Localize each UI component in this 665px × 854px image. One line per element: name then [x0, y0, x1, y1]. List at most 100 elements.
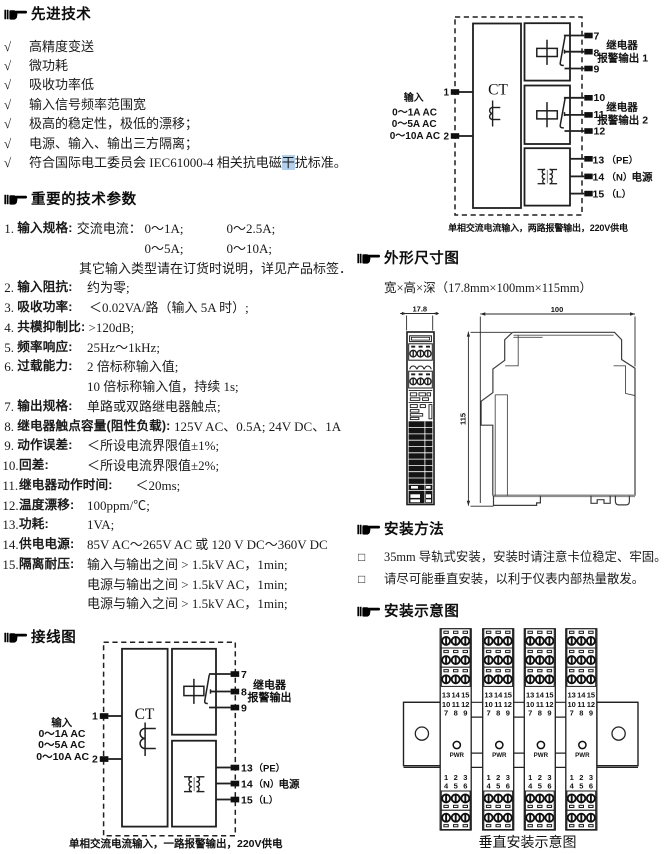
svg-text:5: 5: [496, 781, 500, 790]
terminal-12-label: 12: [594, 125, 606, 137]
section-title-dimensions: 外形尺寸图: [384, 250, 460, 267]
param-row: 3. 吸收功率: ＜0.02VA/路（输入 5A 时）;: [0, 298, 345, 318]
section-title-mounting: 安装方法: [384, 522, 445, 538]
dimension-drawing: 17.8 100 115: [400, 305, 636, 507]
param-value: 125V AC、0.5A; 24V DC、1A: [174, 418, 342, 434]
svg-text:7: 7: [528, 709, 532, 718]
feature-item: √吸收功率低: [4, 75, 94, 94]
param-label: 隔离耐压:: [19, 556, 75, 571]
input-label: 输入: [51, 716, 72, 729]
param-number: 15.: [2, 556, 19, 572]
param-value: >120dB;: [88, 319, 135, 335]
param-label: 输入规格:: [17, 221, 73, 235]
svg-text:3: 3: [506, 773, 510, 782]
terminal-1-label: 1: [92, 711, 98, 723]
param-row: 12. 温度漂移: 100ppm/℃;: [0, 496, 345, 516]
svg-text:6: 6: [547, 781, 551, 790]
param-row: 6. 过载能力: 2 倍标称输入值;: [0, 357, 345, 377]
param-row: 10 倍标称输入值，持续 1s;: [0, 377, 345, 397]
relay2-symbol: [536, 98, 566, 129]
input-range-1: 0～1A AC: [392, 108, 437, 119]
svg-text:5: 5: [538, 781, 542, 790]
svg-text:4: 4: [528, 781, 533, 790]
dimension-arrows: [401, 311, 635, 506]
param-row: 2. 输入阻抗: 约为零;: [0, 278, 345, 298]
ct-block: [472, 22, 522, 209]
check-icon: √: [4, 154, 12, 170]
terminal-squares: [450, 32, 593, 197]
param-value: 单路或双路继电器触点;: [87, 398, 221, 414]
terminal-9-label: 9: [594, 63, 600, 75]
side-view: [480, 331, 636, 506]
svg-text:4: 4: [444, 781, 449, 790]
param-value: 电源与输入之间 > 1.5kV AC，1min;: [87, 596, 288, 612]
param-value: 1VA;: [87, 517, 115, 533]
svg-text:9: 9: [506, 709, 510, 718]
param-number: 4.: [4, 319, 14, 335]
svg-text:9: 9: [547, 709, 551, 718]
relay2-name: 继电器: [606, 100, 638, 113]
param-row: 4. 共模抑制比: >120dB;: [0, 318, 345, 338]
param-label: 吸收功率:: [17, 300, 73, 314]
param-value: 10 倍标称输入值，持续 1s;: [87, 379, 239, 394]
svg-text:5: 5: [454, 781, 458, 790]
feature-text: 符合国际电工委员会 IEC61000-4 相关抗电磁: [29, 154, 282, 170]
param-value: ＜所设电流界限值±2%;: [87, 458, 220, 473]
svg-text:15: 15: [545, 691, 553, 700]
terminal-11-label: 11: [594, 109, 605, 121]
relay-output-label: 报警输出: [248, 690, 292, 704]
svg-text:7: 7: [570, 709, 574, 718]
feature-text: 输入信号频率范围宽: [29, 96, 147, 112]
pointing-hand-icon: [357, 524, 380, 535]
param-value: 85V AC～265V AC 或 120 V DC～360V DC: [87, 537, 328, 552]
terminal-13-label: 13: [241, 762, 253, 774]
input-range-2: 0～5A AC: [38, 739, 85, 751]
param-row: 15. 隔离耐压: 输入与输出之间 > 1.5kV AC，1min;: [0, 555, 345, 575]
installation-caption: 垂直安装示意图: [478, 835, 577, 851]
feature-item: √输入信号频率范围宽: [4, 95, 146, 114]
highlighted-char: 干: [281, 154, 295, 170]
relay1-output-label: 报警输出 1: [597, 52, 648, 65]
svg-text:14: 14: [577, 691, 586, 700]
pointing-hand-icon: [357, 253, 380, 264]
input-range-2: 0～5A AC: [392, 119, 437, 130]
terminal-15-label: 15: [241, 794, 253, 806]
svg-text:7: 7: [444, 709, 448, 718]
svg-text:12: 12: [461, 700, 469, 709]
power-label: 电源: [279, 777, 300, 790]
check-icon: √: [4, 77, 12, 93]
relay-symbol: [183, 674, 212, 705]
param-row: 0～5A; 0～10A;: [0, 239, 345, 259]
pointing-hand-icon: [4, 194, 27, 205]
param-number: 10.: [2, 458, 19, 473]
svg-text:6: 6: [589, 781, 593, 790]
wiring-diagram-caption: 单相交流电流输入，一路报警输出，220V供电: [69, 838, 283, 850]
terminal-1-label: 1: [443, 88, 449, 99]
svg-text:PWR: PWR: [575, 752, 590, 759]
param-label: 温度漂移:: [19, 497, 75, 512]
svg-text:9: 9: [463, 709, 467, 718]
terminal-14-label: 14: [241, 778, 253, 790]
terminal-9-label: 9: [241, 702, 247, 714]
svg-text:11: 11: [452, 700, 460, 709]
feature-item: √电源、输入、输出三方隔离；: [4, 134, 198, 153]
svg-text:15: 15: [504, 691, 512, 700]
terminal-15-suffix: （L）: [254, 794, 279, 806]
ct-coil-symbol: [139, 722, 156, 756]
transformer-symbol: [537, 168, 558, 185]
param-row: 10. 回差: ＜所设电流界限值±2%;: [0, 456, 345, 476]
terminal-13-suffix: （PE）: [254, 762, 286, 774]
param-value: 0～1A;: [144, 221, 184, 236]
front-view: [406, 331, 435, 506]
param-row: 电源与输入之间 > 1.5kV AC，1min;: [0, 594, 345, 614]
feature-item: √高精度变送: [4, 37, 94, 56]
svg-text:8: 8: [538, 709, 542, 718]
feature-text: 高精度变送: [29, 38, 95, 54]
terminal-14-label: 14: [593, 172, 605, 184]
ct-label: CT: [135, 706, 155, 723]
check-icon: √: [4, 116, 12, 132]
